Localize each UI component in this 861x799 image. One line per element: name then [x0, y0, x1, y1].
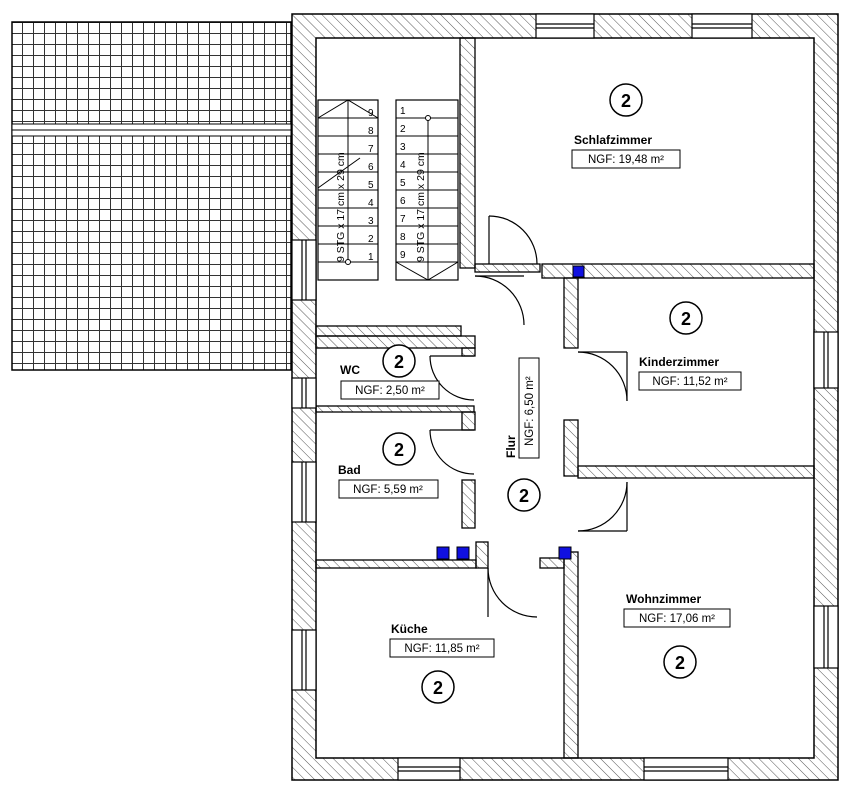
room-badge: 2 [681, 309, 691, 329]
room-name: WC [340, 363, 360, 377]
room-area: NGF: 11,85 m² [404, 643, 479, 655]
shaft-marker [558, 546, 572, 560]
stair-step-number: 8 [368, 126, 374, 137]
stair-step-number: 4 [368, 198, 374, 209]
room-name: Wohnzimmer [626, 592, 701, 606]
stair-step-number: 2 [368, 234, 374, 245]
shaft-marker [456, 546, 470, 560]
stair-step-number: 2 [400, 124, 406, 135]
room-kinderzimmer: 2 Kinderzimmer NGF: 11,52 m² [638, 301, 742, 391]
shaft-markers [436, 265, 585, 560]
room-wc: 2 WC NGF: 2,50 m² [340, 344, 440, 400]
roof-tiles [11, 21, 292, 371]
shaft-marker [572, 265, 585, 278]
room-area: NGF: 11,52 m² [652, 376, 727, 388]
room-wohnzimmer: Wohnzimmer NGF: 17,06 m² 2 [623, 592, 731, 679]
stair-step-number: 9 [368, 108, 374, 119]
room-badge: 2 [394, 352, 404, 372]
interior-walls [315, 37, 815, 759]
stair-step-number: 7 [400, 214, 406, 225]
stair-step-number: 8 [400, 232, 406, 243]
stair-step-number: 1 [400, 106, 406, 117]
shaft-marker [436, 546, 450, 560]
stair-step-number: 4 [400, 160, 406, 171]
stair-step-number: 5 [400, 178, 406, 189]
room-badge: 2 [519, 486, 529, 506]
stair-step-number: 3 [400, 142, 406, 153]
room-badge: 2 [433, 678, 443, 698]
room-badge: 2 [394, 440, 404, 460]
stair-label-right: 9 STG x 17 cm x 29 cm [415, 152, 427, 262]
room-bad: 2 Bad NGF: 5,59 m² [338, 432, 439, 499]
room-name: Schlafzimmer [574, 133, 652, 147]
room-area: NGF: 6,50 m² [524, 376, 536, 446]
room-name: Bad [338, 463, 361, 477]
room-flur: NGF: 6,50 m² Flur 2 [504, 357, 541, 512]
room-area: NGF: 5,59 m² [353, 484, 423, 496]
stair-step-number: 9 [400, 250, 406, 261]
windows [291, 13, 839, 781]
room-name: Kinderzimmer [639, 355, 719, 369]
room-kueche: Küche NGF: 11,85 m² 2 [389, 622, 495, 704]
room-name: Küche [391, 622, 428, 636]
room-name: Flur [504, 435, 518, 458]
stair-step-number: 5 [368, 180, 374, 191]
stair-step-number: 6 [400, 196, 406, 207]
stair-step-number: 6 [368, 162, 374, 173]
room-badge: 2 [675, 653, 685, 673]
room-area: NGF: 2,50 m² [355, 385, 425, 397]
room-area: NGF: 17,06 m² [639, 613, 715, 625]
stair-label-left: 9 STG x 17 cm x 29 cm [335, 152, 347, 262]
doors [429, 215, 628, 618]
stair-step-number: 7 [368, 144, 374, 155]
staircase: 1 2 3 4 5 6 7 8 9 1 2 3 4 5 6 7 8 9 9 STG x 17 cm x 29 c… [317, 99, 459, 281]
stair-step-number: 3 [368, 216, 374, 227]
room-schlafzimmer: 2 Schlafzimmer NGF: 19,48 m² [571, 83, 681, 169]
room-area: NGF: 19,48 m² [588, 154, 664, 166]
stair-step-number: 1 [368, 252, 374, 263]
room-badge: 2 [621, 91, 631, 111]
